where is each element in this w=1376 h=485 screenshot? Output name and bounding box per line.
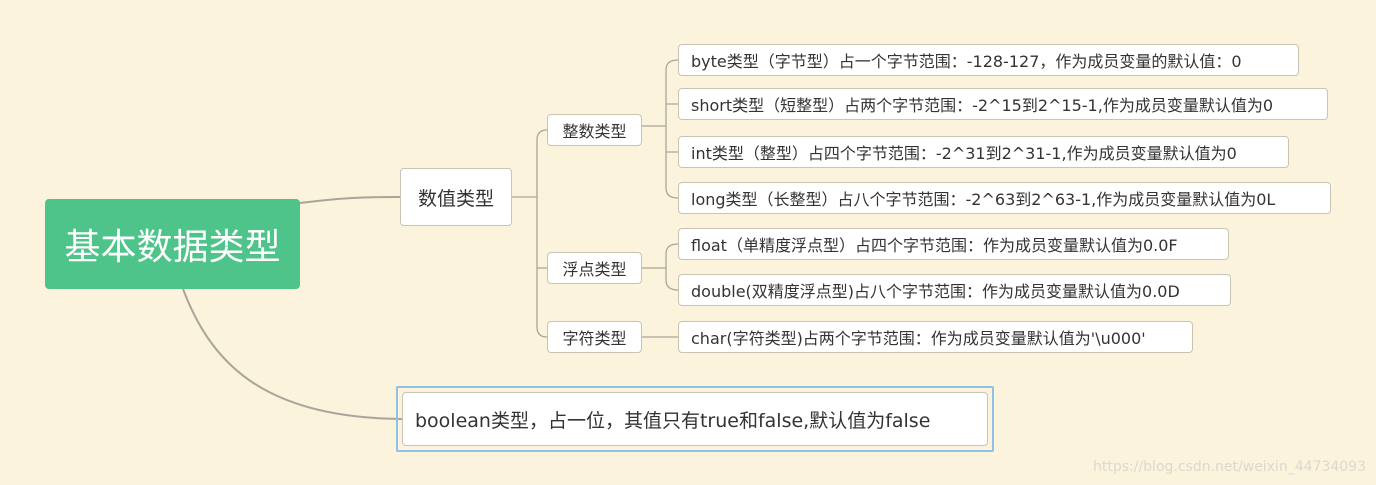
float-single-node[interactable]: float（单精度浮点型）占四个字节范围：作为成员变量默认值为0.0F	[678, 228, 1229, 260]
boolean-type-node[interactable]: boolean类型，占一位，其值只有true和false,默认值为false	[402, 392, 988, 446]
connector-root-numeric	[299, 196, 401, 204]
byte-type-node[interactable]: byte类型（字节型）占一个字节范围：-128-127，作为成员变量的默认值：0	[678, 44, 1299, 76]
connector-root-boolean	[182, 288, 403, 420]
root-node[interactable]: 基本数据类型	[45, 199, 300, 289]
connector-trunk-integer	[536, 129, 548, 141]
int-type-node[interactable]: int类型（整型）占四个字节范围：-2^31到2^31-1,作为成员变量默认值为…	[678, 136, 1289, 168]
boolean-selection-frame	[396, 386, 994, 452]
integer-type-node[interactable]: 整数类型	[547, 114, 642, 146]
double-node[interactable]: double(双精度浮点型)占八个字节范围：作为成员变量默认值为0.0D	[678, 274, 1231, 306]
numeric-type-node[interactable]: 数值类型	[400, 168, 512, 226]
long-type-node[interactable]: long类型（长整型）占八个字节范围：-2^63到2^63-1,作为成员变量默认…	[678, 182, 1331, 214]
short-type-node[interactable]: short类型（短整型）占两个字节范围：-2^15到2^15-1,作为成员变量默…	[678, 88, 1328, 120]
char-leaf-node[interactable]: char(字符类型)占两个字节范围：作为成员变量默认值为'\u000'	[678, 321, 1193, 353]
connector-float-leaves	[642, 243, 679, 291]
connector-integer-leaves	[642, 59, 679, 199]
char-type-node[interactable]: 字符类型	[547, 321, 642, 353]
float-type-node[interactable]: 浮点类型	[547, 252, 642, 284]
watermark: https://blog.csdn.net/weixin_44734093	[1092, 459, 1366, 475]
connector-numeric-trunk	[512, 140, 548, 338]
